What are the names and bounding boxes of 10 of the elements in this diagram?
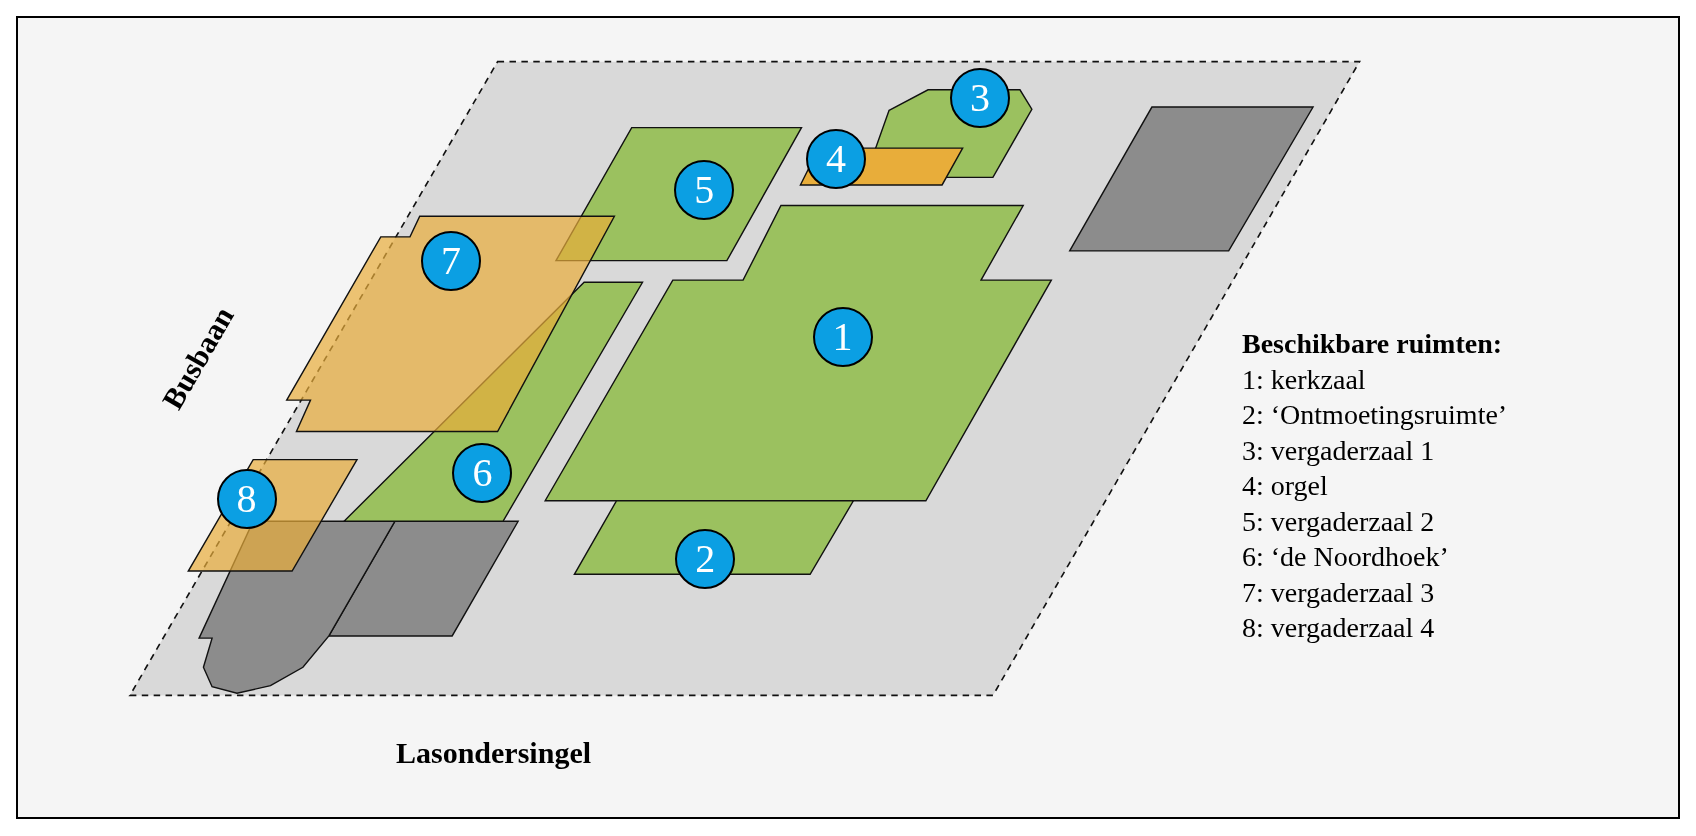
legend-entry: 2: ‘Ontmoetingsruimte’ — [1242, 398, 1508, 432]
legend-entry: 4: orgel — [1242, 469, 1329, 503]
legend-heading: Beschikbare ruimten: — [1242, 327, 1504, 361]
legend-entry: 5: vergaderzaal 2 — [1242, 504, 1436, 539]
legend-entry: 7: vergaderzaal 3 — [1242, 575, 1436, 610]
legend-entry: 1: kerkzaal — [1242, 362, 1367, 397]
legend-entry: 3: vergaderzaal 1 — [1242, 433, 1436, 468]
street-label: Lasondersingel — [396, 738, 592, 768]
legend-entry: 8: vergaderzaal 4 — [1242, 611, 1436, 645]
legend-entry: 6: ‘de Noordhoek’ — [1242, 540, 1450, 574]
